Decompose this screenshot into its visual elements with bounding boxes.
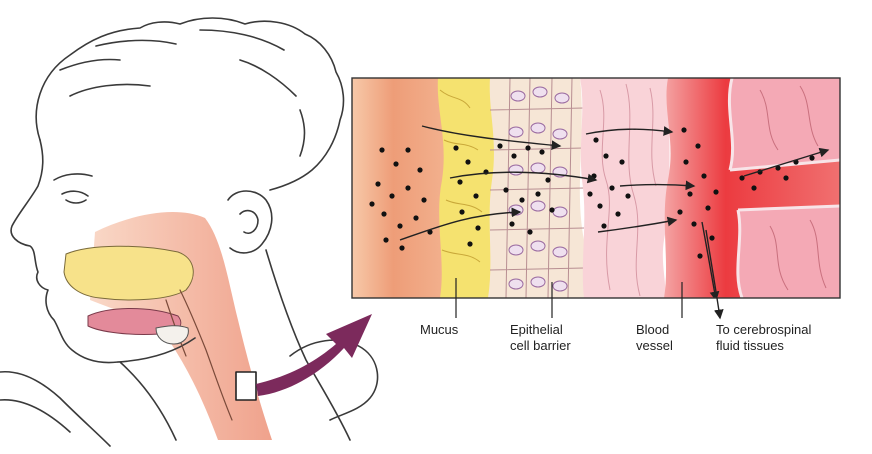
head-illustration xyxy=(0,18,378,446)
zoom-callout-arrow xyxy=(256,314,372,396)
ear xyxy=(228,191,272,253)
eye xyxy=(62,191,88,203)
magnified-panel xyxy=(352,78,840,300)
neck-front xyxy=(120,362,176,440)
label-blood-line1: Blood xyxy=(636,322,669,337)
hair xyxy=(36,18,343,190)
label-epithelial-line2: cell barrier xyxy=(510,338,571,353)
label-blood-line2: vessel xyxy=(636,338,673,353)
label-epithelial-line1: Epithelial xyxy=(510,322,563,337)
mucus-layer xyxy=(438,78,496,298)
zoom-region-box xyxy=(236,372,256,400)
oral-cavity xyxy=(64,246,193,300)
connective-tissue xyxy=(580,78,672,298)
label-csf-line2: fluid tissues xyxy=(716,338,784,353)
label-mucus: Mucus xyxy=(420,322,458,337)
csf-tissue xyxy=(729,78,840,170)
label-csf-line1: To cerebrospinal xyxy=(716,322,811,337)
